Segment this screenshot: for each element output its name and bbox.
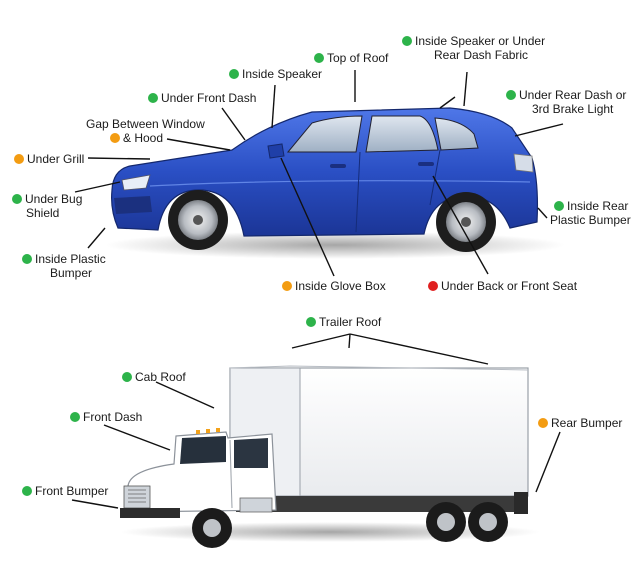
leader-front-bumper [71, 499, 119, 509]
leader-trailer-roof-left [291, 333, 351, 349]
label-under-grill: Under Grill [14, 152, 84, 166]
label-front-bumper: Front Bumper [22, 484, 108, 498]
leader-inside-speaker [271, 84, 276, 129]
label-under-back-front-seat: Under Back or Front Seat [428, 279, 577, 293]
leader-trailer-roof-center [348, 333, 351, 349]
marker-dot [22, 254, 32, 264]
label-inside-glove-box: Inside Glove Box [282, 279, 386, 293]
car-illustration [105, 107, 565, 259]
leader-rear-bumper [535, 431, 561, 493]
label-inside-rear-plastic-bumper: Inside Rear Plastic Bumper [550, 199, 631, 227]
leader-rear-plastic-bumper [537, 207, 548, 219]
marker-dot [22, 486, 32, 496]
label-trailer-roof: Trailer Roof [306, 315, 381, 329]
label-under-front-dash: Under Front Dash [148, 91, 256, 105]
leader-under-front-dash [221, 107, 246, 141]
marker-dot [14, 154, 24, 164]
marker-dot [12, 194, 22, 204]
leader-cab-roof [155, 381, 215, 409]
leader-glove-box [280, 157, 335, 277]
marker-dot [122, 372, 132, 382]
label-inside-speaker-rear-dash-fabric: Inside Speaker or Under Rear Dash Fabric [402, 34, 545, 62]
leader-inside-plastic-bumper [87, 227, 106, 249]
label-under-bug-shield: Under Bug Shield [12, 192, 82, 220]
marker-dot [402, 36, 412, 46]
leader-back-front-seat [432, 175, 489, 275]
label-top-of-roof: Top of Roof [314, 51, 388, 65]
leader-lines [71, 70, 564, 509]
marker-dot [306, 317, 316, 327]
leader-under-grill [87, 157, 151, 160]
leader-trailer-roof-right [349, 333, 489, 365]
leader-gap-window-hood [166, 138, 231, 151]
leader-rear-dash-fabric-b [439, 96, 456, 109]
marker-dot [148, 93, 158, 103]
truck-illustration [120, 365, 540, 548]
leader-rear-dash-fabric [463, 71, 468, 107]
label-front-dash: Front Dash [70, 410, 142, 424]
label-under-rear-dash: Under Rear Dash or 3rd Brake Light [506, 88, 626, 116]
marker-dot [314, 53, 324, 63]
label-gap-window-hood: Gap Between Window & Hood [86, 117, 205, 145]
label-rear-bumper: Rear Bumper [538, 416, 622, 430]
marker-dot [282, 281, 292, 291]
leader-under-bug-shield [74, 181, 121, 193]
marker-dot [428, 281, 438, 291]
label-cab-roof: Cab Roof [122, 370, 186, 384]
leader-under-rear-dash [514, 123, 564, 137]
marker-dot [70, 412, 80, 422]
label-inside-plastic-bumper: Inside Plastic Bumper [22, 252, 106, 280]
label-inside-speaker: Inside Speaker [229, 67, 322, 81]
marker-dot [538, 418, 548, 428]
marker-dot [506, 90, 516, 100]
leader-front-dash [103, 424, 171, 451]
marker-dot [554, 201, 564, 211]
marker-dot [110, 133, 120, 143]
marker-dot [229, 69, 239, 79]
